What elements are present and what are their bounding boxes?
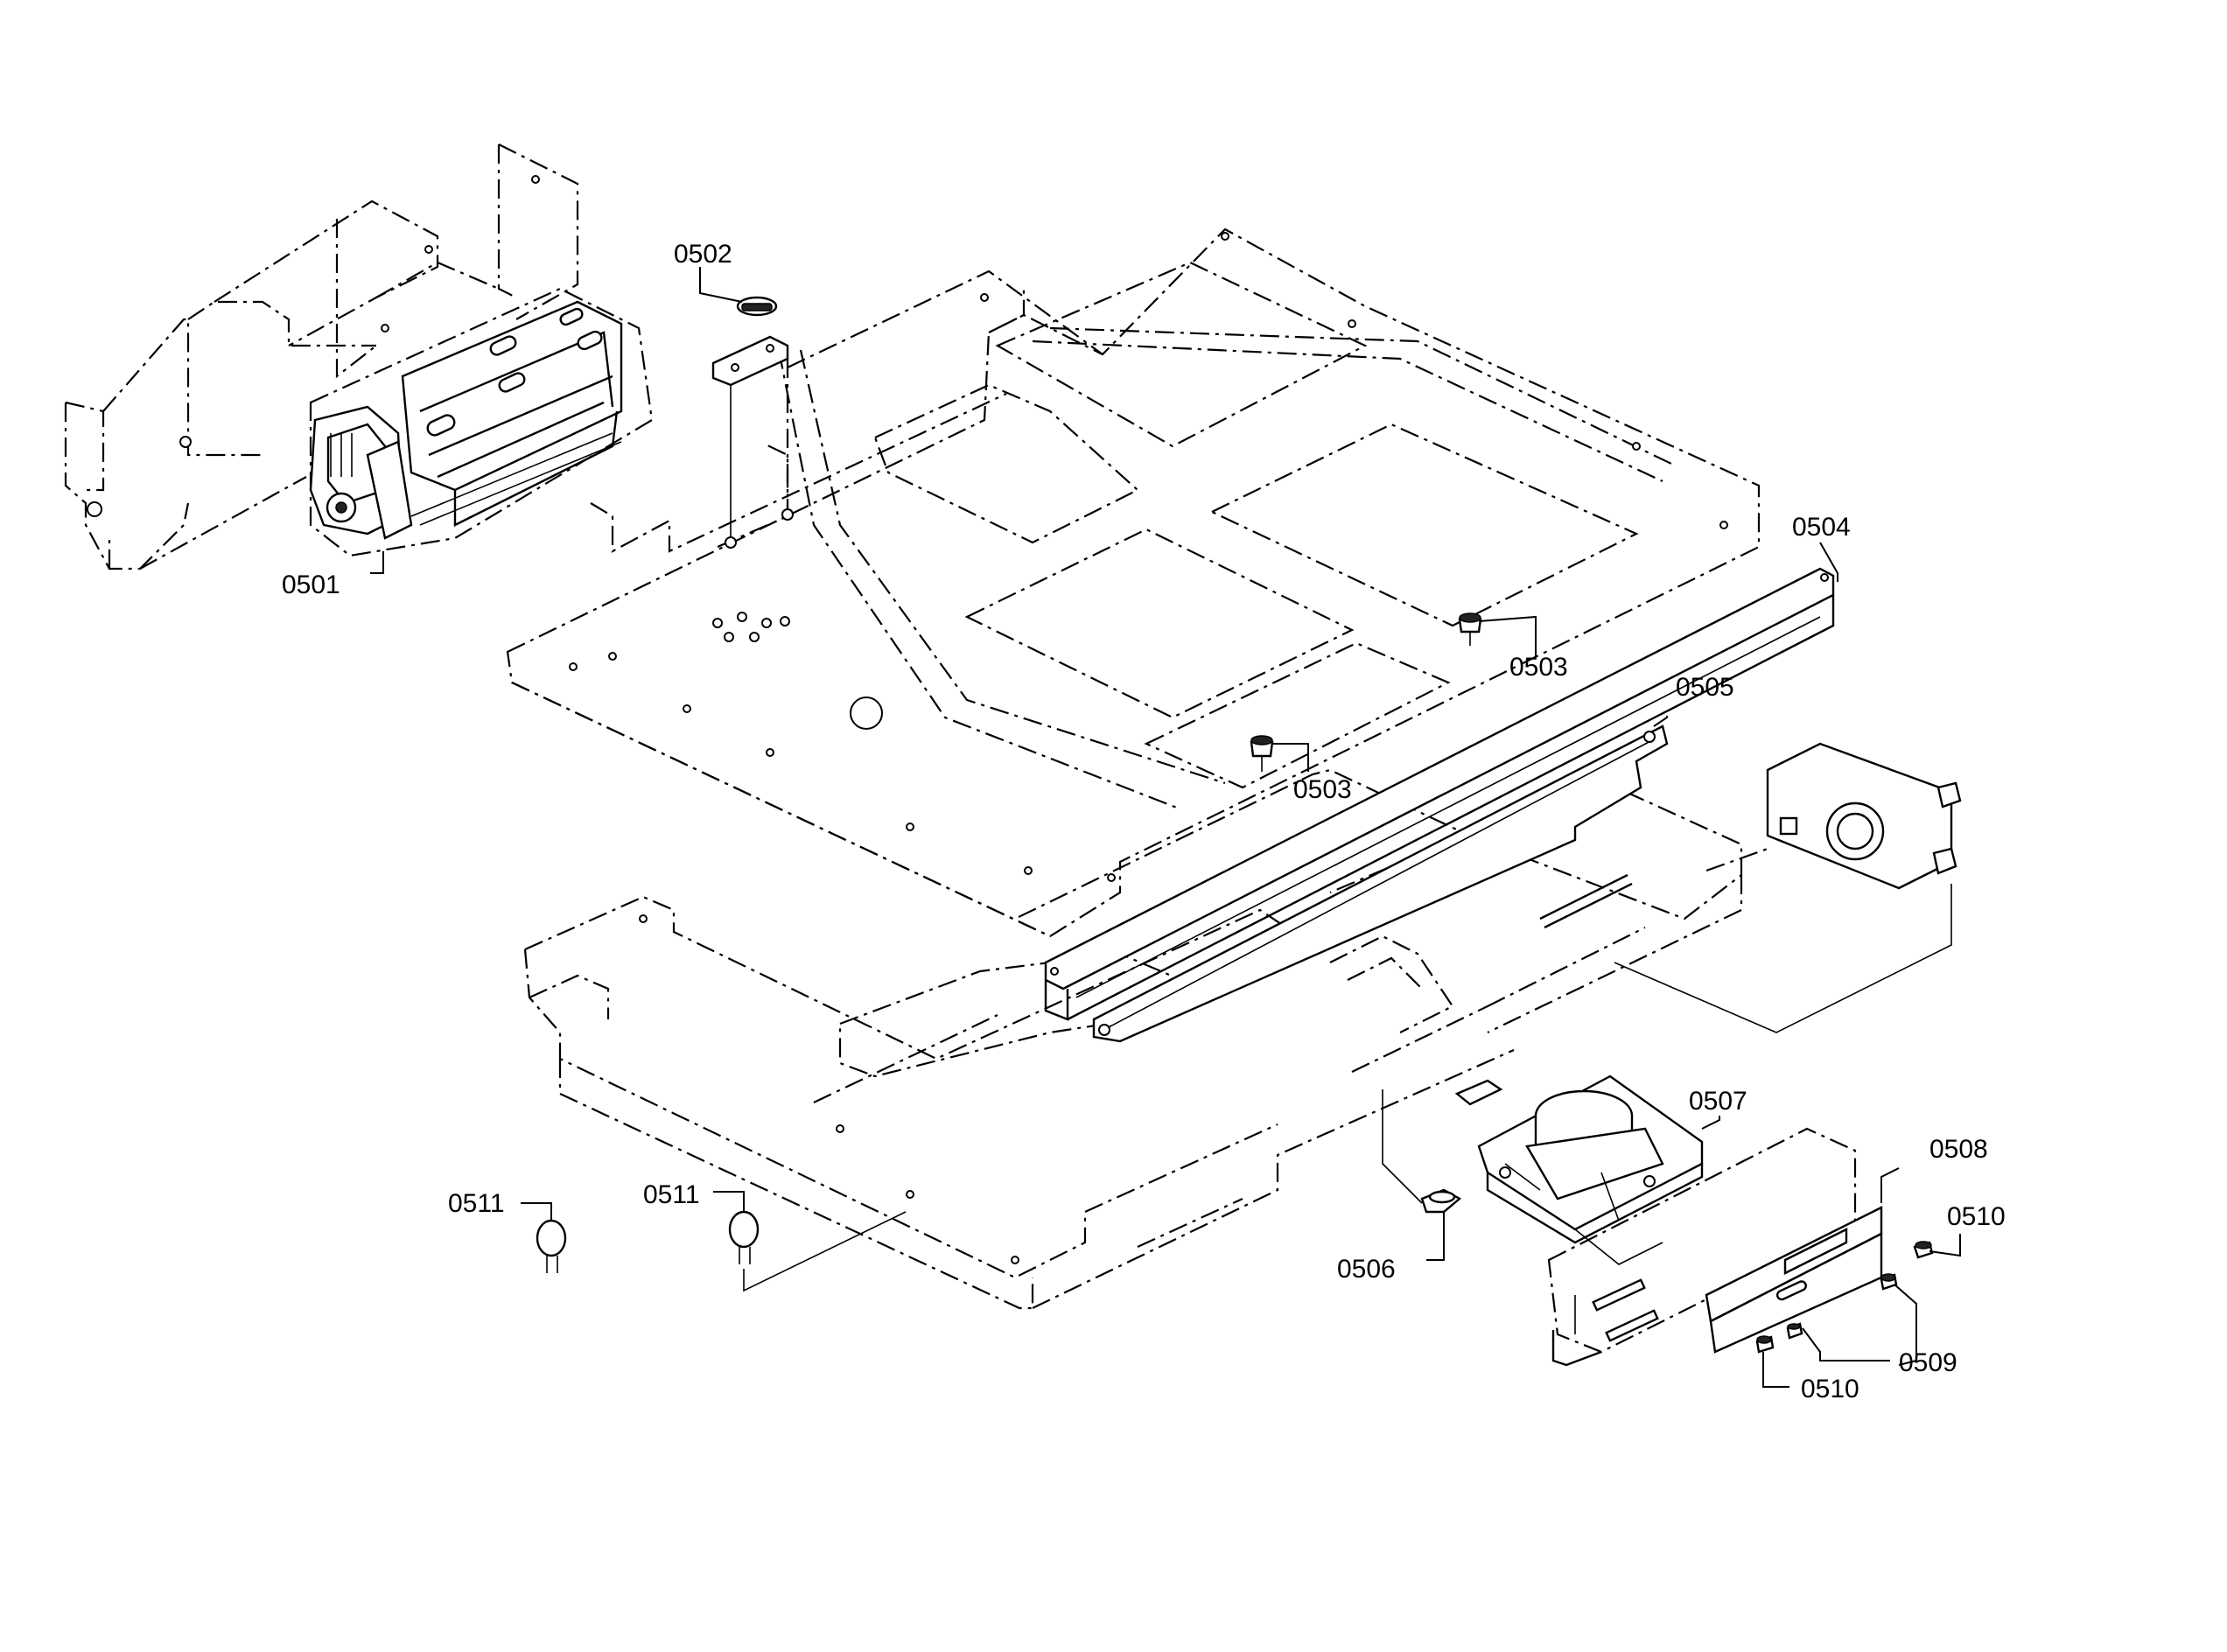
- label-0504: 0504: [1792, 513, 1851, 542]
- control-bracket: [1547, 1127, 1883, 1367]
- ceramic-fastener-upper: [1458, 612, 1482, 646]
- label-0506: 0506: [1337, 1255, 1396, 1284]
- label-0508: 0508: [1929, 1135, 1988, 1164]
- label-0511-right: 0511: [643, 1180, 700, 1209]
- label-0505: 0505: [1676, 673, 1734, 702]
- label-0510-lower: 0510: [1801, 1375, 1859, 1404]
- cavity-floor-panel: [506, 228, 1761, 938]
- screw-0510-lower: [1755, 1335, 1775, 1354]
- rotisserie-motor-assembly: [1454, 1074, 1704, 1265]
- floor-holes: [569, 232, 1728, 882]
- fan-motor-assembly: [309, 287, 654, 557]
- label-0511-left: 0511: [448, 1189, 505, 1218]
- label-0507: 0507: [1689, 1087, 1747, 1116]
- label-0502: 0502: [674, 240, 732, 269]
- label-0509: 0509: [1899, 1348, 1957, 1377]
- bottom-pan: [523, 768, 1768, 1310]
- reflector-strip: [1092, 724, 1669, 1043]
- terminal-plate: [1614, 742, 1962, 1033]
- screw-0510-upper: [1913, 1241, 1934, 1259]
- leader-lines: [370, 267, 1961, 1388]
- limit-thermostat: [1382, 1089, 1462, 1214]
- screw-0509-left: [1786, 1322, 1803, 1340]
- label-0510-upper: 0510: [1947, 1202, 2006, 1231]
- label-0503-lower: 0503: [1293, 775, 1352, 804]
- label-0501: 0501: [282, 570, 340, 599]
- leveling-foot-left: [536, 1219, 567, 1273]
- rear-wall-panel: [64, 144, 579, 570]
- part-labels: 0502 0501 0503 0503 0504 0505 0506 0507 …: [282, 240, 2006, 1404]
- front-rail: [1044, 567, 1835, 1021]
- thermostat-bracket: [711, 296, 794, 549]
- screw-0509: [1880, 1273, 1898, 1291]
- ceramic-fastener-lower: [1250, 735, 1274, 772]
- label-0503-upper: 0503: [1509, 653, 1568, 682]
- leveling-foot-right: [728, 1210, 907, 1292]
